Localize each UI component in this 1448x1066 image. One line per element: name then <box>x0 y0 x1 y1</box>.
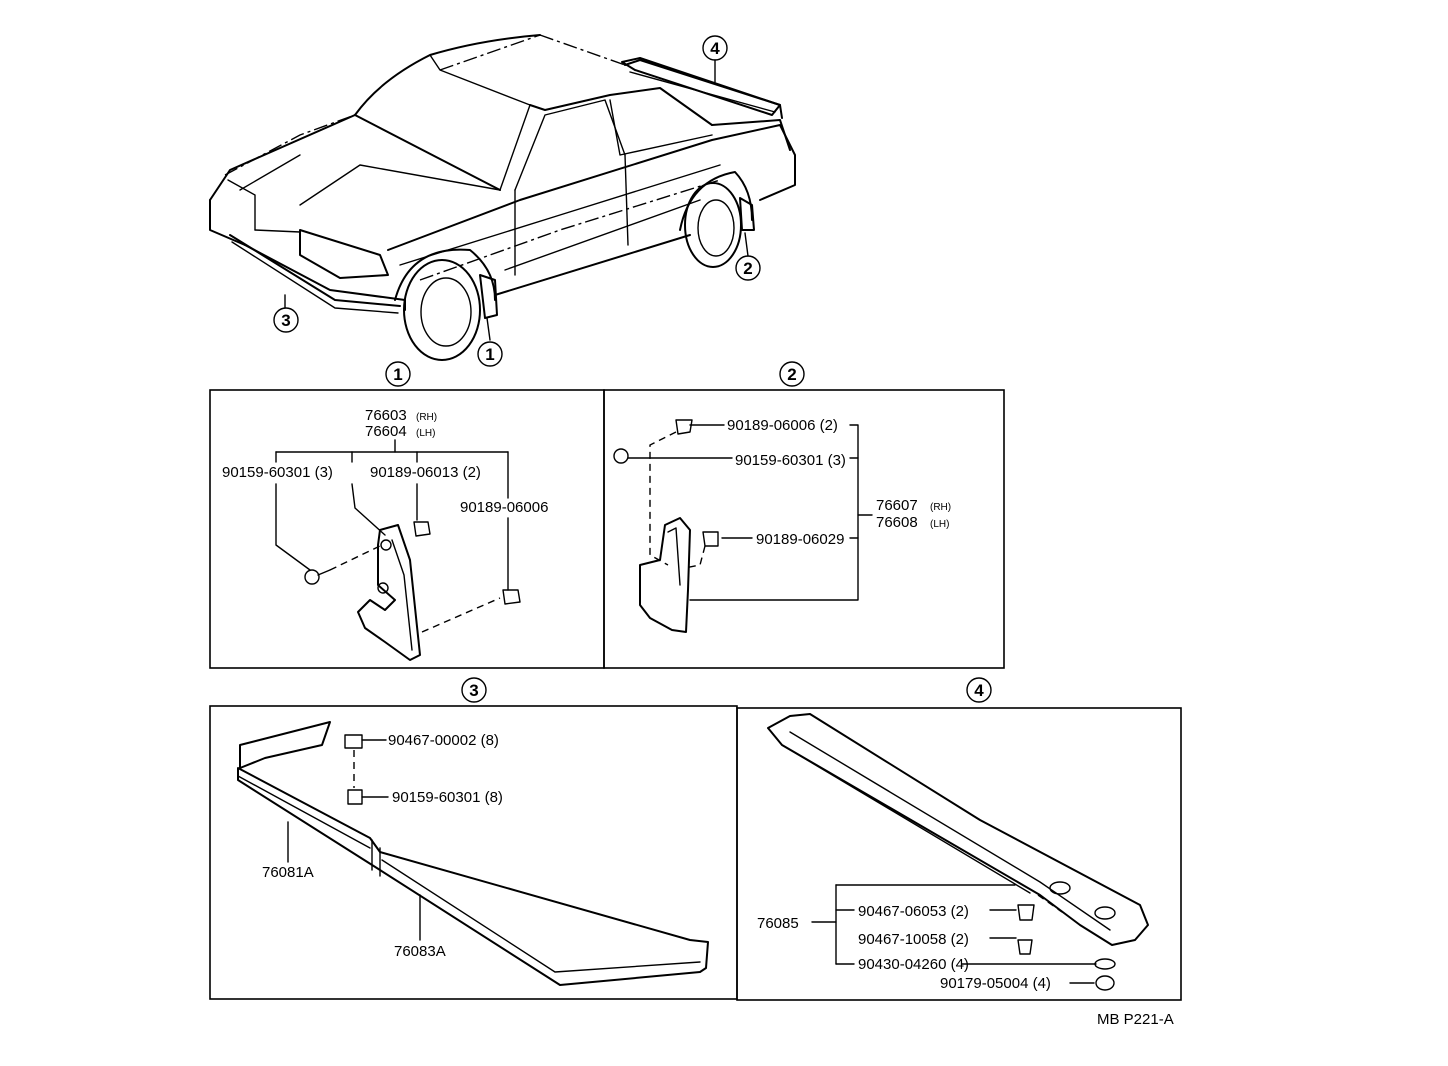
lh-tag-rear: (LH) <box>930 519 949 530</box>
label: 2 <box>743 259 752 278</box>
screw-icon <box>613 448 629 464</box>
screw-icon <box>304 569 331 585</box>
clip-90189-06006-rear: 90189-06006 (2) <box>727 417 838 434</box>
front-spoiler-shape <box>237 721 709 986</box>
panel-2-rear-mudguard: 2 90189-06006 (2) 90159-60301 (3) 76607 … <box>603 361 1005 669</box>
panel-3-callout: 3 <box>469 681 478 700</box>
part-number-76081A: 76081A <box>262 864 314 881</box>
clip-icon <box>1017 904 1035 921</box>
clip-90467-06053: 90467-06053 (2) <box>858 903 969 920</box>
clip-90467-10058: 90467-10058 (2) <box>858 931 969 948</box>
lh-tag: (LH) <box>416 428 435 439</box>
screw-90159-60301-rear: 90159-60301 (3) <box>735 452 846 469</box>
clip-90189-06006: 90189-06006 <box>460 499 548 516</box>
label: 1 <box>485 345 494 364</box>
callout-2-overview: 2 <box>735 255 761 281</box>
callout-1-overview: 1 <box>477 341 503 367</box>
clip-90189-06013: 90189-06013 (2) <box>370 464 481 481</box>
nut-90179-05004: 90179-05004 (4) <box>940 975 1051 992</box>
label: 3 <box>281 311 290 330</box>
part-number-76608: 76608 <box>876 514 918 531</box>
nut-icon <box>1095 975 1115 991</box>
part-number-76083A: 76083A <box>394 943 446 960</box>
panel-3-front-spoiler: 3 90467-00002 (8) 90159-60301 (8) 76081A… <box>209 677 738 1000</box>
clip-icon <box>502 589 521 605</box>
panel-1-callout: 1 <box>393 365 402 384</box>
callout-3-overview: 3 <box>273 307 299 333</box>
panel-2-callout: 2 <box>787 365 796 384</box>
nut-icon <box>344 734 363 749</box>
washer-90430-04260: 90430-04260 (4) <box>858 956 969 973</box>
rh-tag: (RH) <box>416 412 437 423</box>
clip-icon <box>1017 939 1033 955</box>
front-mudguard-shape <box>357 524 421 661</box>
part-number-76607: 76607 <box>876 497 918 514</box>
part-number-76603: 76603 <box>365 407 407 424</box>
clip-icon <box>675 419 693 435</box>
screw-90159-60301: 90159-60301 (3) <box>222 464 333 481</box>
screw-icon <box>347 789 363 805</box>
rear-spoiler-shape <box>767 713 1149 946</box>
screw-90159-60301-spoiler: 90159-60301 (8) <box>392 789 503 806</box>
car-overview-illustration <box>209 34 796 361</box>
clip-90189-06029: 90189-06029 <box>756 531 844 548</box>
washer-icon <box>1094 958 1116 970</box>
panel-4-rear-spoiler: 4 76085 90467-06053 (2) 90467-10058 (2) … <box>736 677 1182 1001</box>
diagram-reference-code: MB P221-A <box>1097 1011 1174 1028</box>
nut-90467-00002: 90467-00002 (8) <box>388 732 499 749</box>
part-number-76604: 76604 <box>365 423 407 440</box>
label: 4 <box>710 39 720 58</box>
panel-1-front-mudguard: 1 76603 (RH) 76604 (LH) 90159-60301 (3) … <box>209 361 605 669</box>
part-number-76085: 76085 <box>757 915 799 932</box>
clip-icon <box>413 521 431 537</box>
rh-tag-rear: (RH) <box>930 502 951 513</box>
rear-mudguard-shape <box>639 517 691 633</box>
panel-4-callout: 4 <box>974 681 984 700</box>
clip-icon <box>702 531 719 547</box>
callout-4-overview: 4 <box>702 35 728 61</box>
